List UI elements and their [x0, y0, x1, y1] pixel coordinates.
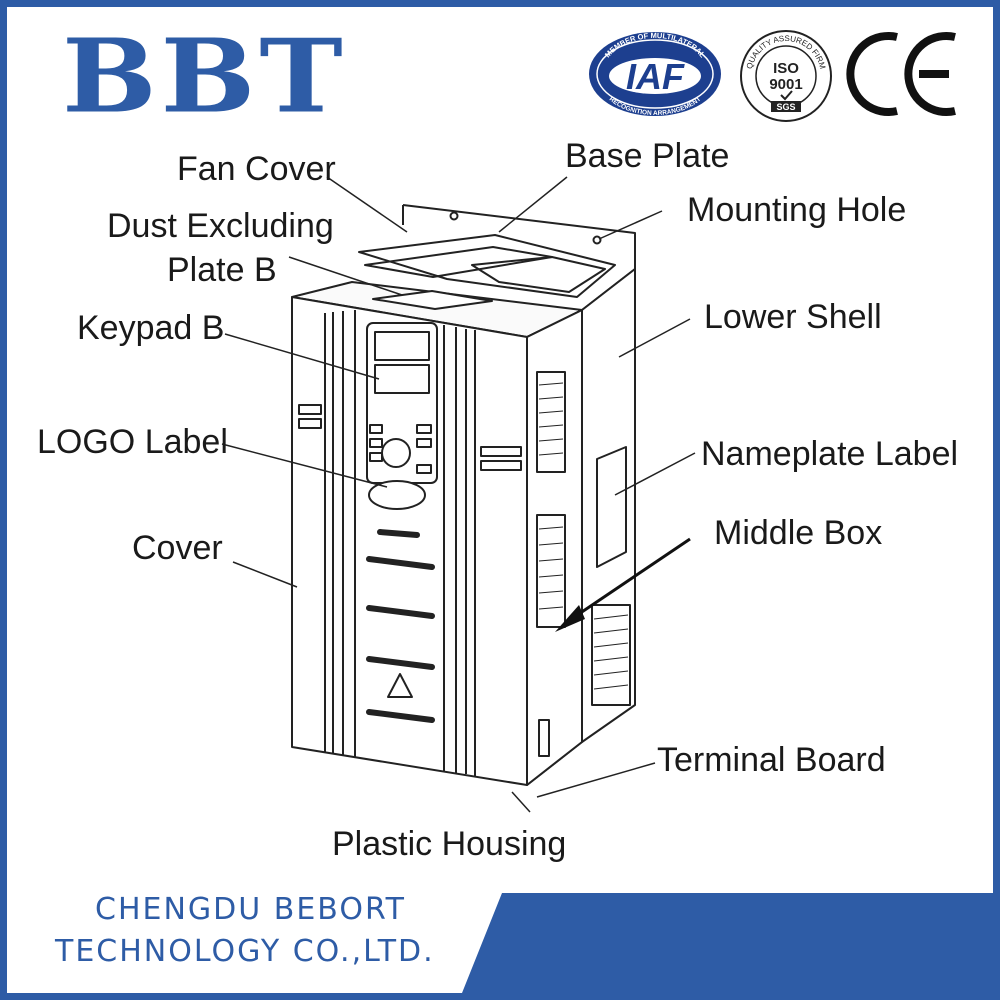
label-keypad: Keypad B [77, 309, 225, 347]
label-mounting-hole: Mounting Hole [687, 191, 907, 229]
iaf-badge: IAF MEMBER OF MULTILATERAL RECOGNITION A… [589, 31, 721, 117]
brand-logo: BBT [62, 18, 347, 136]
inverter-drawing [221, 176, 696, 813]
diagram-canvas: BBT IAF MEMBER OF MULTILATERAL RECOGNITI… [7, 7, 993, 993]
company-name-line2: TECHNOLOGY CO.,LTD. [55, 934, 435, 969]
label-lower-shell: Lower Shell [704, 298, 882, 336]
label-fan-cover: Fan Cover [177, 150, 336, 188]
label-dust-excluding-line1: Dust Excluding [107, 207, 334, 245]
iaf-main-text: IAF [626, 56, 685, 97]
label-dust-excluding-line2: Plate B [167, 251, 277, 289]
footer-band [462, 893, 993, 993]
iso-line1: ISO [773, 60, 799, 77]
label-middle-box: Middle Box [714, 514, 883, 552]
label-plastic-housing: Plastic Housing [332, 825, 567, 863]
label-base-plate: Base Plate [565, 137, 730, 175]
iso-line2: 9001 [769, 76, 802, 93]
iso-sgs-badge: SGS [776, 102, 795, 112]
label-cover: Cover [132, 529, 223, 567]
iso-9001-badge: QUALITY ASSURED FIRM ISO 9001 SGS [740, 30, 832, 122]
company-name-line1: CHENGDU BEBORT [95, 892, 406, 927]
label-nameplate: Nameplate Label [701, 435, 959, 473]
ce-mark [846, 32, 956, 116]
label-logo: LOGO Label [37, 423, 228, 461]
label-terminal-board: Terminal Board [657, 741, 886, 779]
